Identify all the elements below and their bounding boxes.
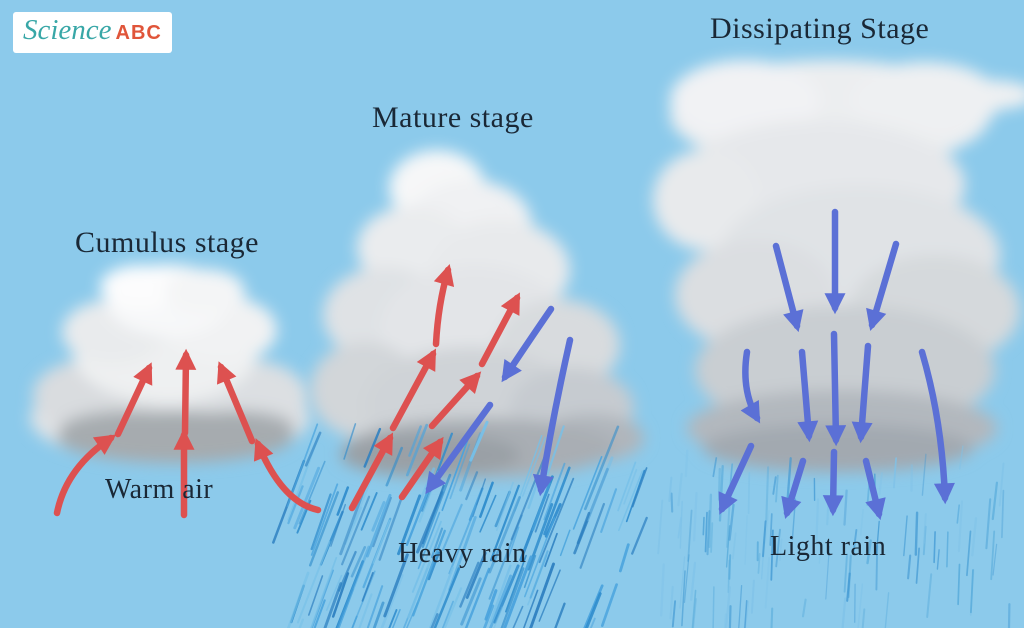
- cumulus-updraft-arrows: [53, 348, 322, 519]
- logo-abc-text: ABC: [115, 22, 162, 44]
- scienceabc-logo: Science ABC: [13, 12, 172, 53]
- mature-updraft-arrows: [348, 263, 521, 512]
- heavy-rain-label: Heavy rain: [398, 538, 527, 569]
- heavy-rain-streaks: [272, 420, 648, 628]
- warm-air-label: Warm air: [105, 474, 214, 505]
- logo-science-text: Science: [23, 14, 112, 46]
- dissipating-stage-label: Dissipating Stage: [710, 12, 930, 45]
- mature-cloud: [310, 150, 644, 478]
- cumulus-stage-label: Cumulus stage: [75, 226, 259, 259]
- light-rain-label: Light rain: [770, 531, 887, 562]
- mature-downdraft-arrows: [425, 305, 574, 497]
- dissipating-downdraft-arrows: [718, 208, 955, 521]
- mature-stage-label: Mature stage: [372, 101, 534, 134]
- cumulus-cloud: [30, 264, 310, 463]
- dissipating-cloud: [653, 60, 1024, 472]
